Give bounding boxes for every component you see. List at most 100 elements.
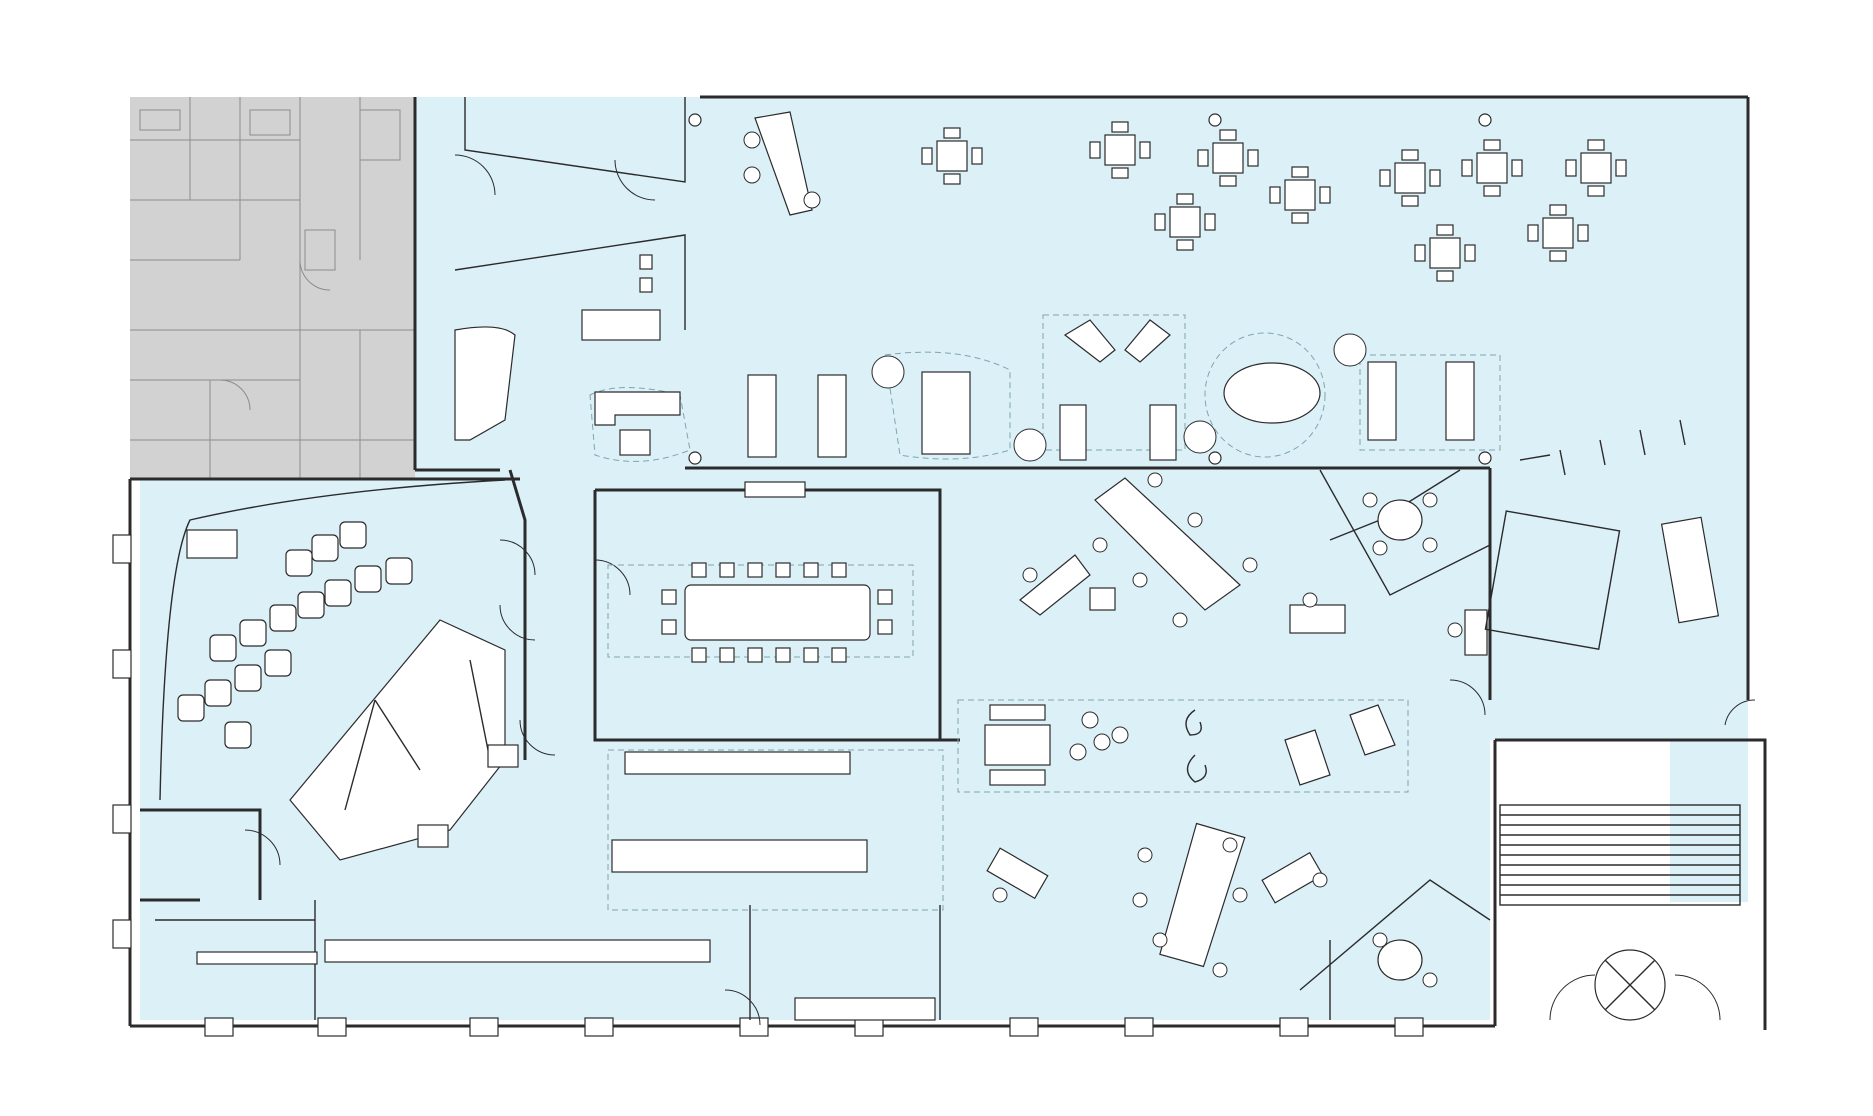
cabinet-run	[611, 839, 868, 873]
library-area	[196, 481, 936, 1021]
entry-stanchions	[1519, 419, 1686, 476]
south-east-cabin-walls	[1299, 879, 1491, 1020]
oval-meeting-table	[1223, 362, 1321, 424]
workstation	[1289, 604, 1346, 634]
studio-room	[159, 479, 519, 861]
studio-desk	[186, 529, 238, 559]
cafe-table	[1565, 139, 1627, 197]
round-side-table	[1183, 420, 1217, 454]
task-chairs	[1022, 472, 1318, 628]
zone-meeting-pod	[884, 351, 1011, 460]
round-side-table	[1333, 333, 1367, 367]
zone-oval-table	[1204, 332, 1326, 458]
presentation-stage	[289, 619, 506, 861]
door-swing-4	[499, 604, 536, 641]
cafe-table	[1197, 129, 1259, 187]
office-round-table	[1377, 939, 1423, 981]
stair-enclosure-wall	[1493, 738, 1767, 1030]
door-swing-2	[614, 159, 656, 201]
door-swing-5	[594, 559, 631, 596]
cabinet-run	[196, 951, 318, 965]
task-chairs	[992, 837, 1328, 978]
cabinet-run	[744, 481, 806, 498]
office-desk	[1464, 609, 1488, 656]
studio-curved-wall	[159, 479, 506, 801]
corner-sofa	[1063, 319, 1116, 363]
cabinet-run	[624, 751, 851, 775]
door-swing-6	[519, 719, 556, 756]
cafe-tables	[921, 121, 1627, 282]
curved-seat	[1186, 754, 1207, 783]
cafe-table	[1461, 139, 1523, 197]
lounge-sofa	[817, 374, 847, 458]
boardroom-chairs	[661, 562, 893, 663]
cafe-table	[921, 127, 983, 185]
doors	[244, 154, 1756, 1026]
door-swing-8	[724, 989, 761, 1026]
cafe-table	[1269, 166, 1331, 224]
reception-desk	[754, 111, 813, 216]
stair-treads	[1500, 814, 1740, 896]
workstation	[986, 847, 1049, 900]
boardroom	[661, 562, 893, 663]
exterior-walls	[112, 95, 1767, 1037]
stools	[1069, 711, 1129, 761]
cabinet-run	[324, 939, 711, 963]
zone-library	[607, 749, 944, 911]
cafe-table	[1414, 224, 1476, 282]
studio-seating	[177, 521, 413, 749]
studio-walls	[140, 469, 527, 902]
office-round-table	[1377, 499, 1423, 541]
cafe-table	[1527, 204, 1589, 262]
lounge-sofa	[1059, 404, 1087, 461]
door-swing-10	[1549, 974, 1596, 1021]
workstation	[1089, 587, 1116, 611]
open-office-south	[986, 822, 1328, 978]
workbench	[1159, 822, 1246, 968]
south-wall-pilasters	[204, 1017, 1424, 1037]
office-floor	[140, 97, 1748, 1020]
bench-seat	[989, 769, 1046, 786]
armchair	[639, 277, 653, 293]
zone-collaboration	[957, 699, 1409, 793]
lounge-sofa	[747, 374, 777, 458]
entry-mat	[1484, 510, 1621, 650]
cabinet-run	[794, 997, 936, 1021]
round-side-table	[1013, 428, 1047, 462]
low-table	[921, 371, 971, 455]
bench-seat	[581, 309, 661, 341]
atrium-wall	[413, 97, 500, 472]
lounge-sofa	[1149, 404, 1177, 461]
door-swing-12	[1724, 699, 1756, 726]
revolving-door-leaves	[1604, 959, 1656, 1011]
round-side-table	[871, 355, 905, 389]
reception-stool	[743, 166, 761, 184]
door-swing-11	[1674, 974, 1721, 1021]
armchair	[1349, 704, 1396, 756]
west-wall-pilasters	[112, 534, 132, 949]
entry-circulation	[1484, 419, 1741, 1021]
lounge-sofa	[1367, 361, 1397, 441]
cafe-table	[1379, 149, 1441, 207]
boardroom-walls	[593, 488, 960, 742]
door-swing-1	[454, 154, 496, 196]
armchair	[639, 254, 653, 270]
open-office-north	[1019, 472, 1346, 634]
private-offices	[1362, 492, 1488, 988]
entry-counter	[454, 326, 516, 441]
reception-area	[454, 111, 1475, 462]
zone-lounge-sofas-1	[1042, 314, 1186, 451]
armchair	[1284, 729, 1331, 786]
curved-seat	[1185, 709, 1202, 736]
entry-planter	[1660, 516, 1720, 624]
boardroom-table	[684, 584, 871, 641]
bench-seat	[989, 704, 1046, 721]
door-swing-9	[1449, 679, 1486, 716]
adjacent-building-linework	[130, 97, 415, 479]
door-swing-3	[499, 539, 536, 576]
adjacent-building-area	[130, 97, 415, 479]
stair-well	[1499, 804, 1741, 906]
lounge-ottoman	[619, 429, 651, 456]
workstation	[1019, 554, 1091, 616]
